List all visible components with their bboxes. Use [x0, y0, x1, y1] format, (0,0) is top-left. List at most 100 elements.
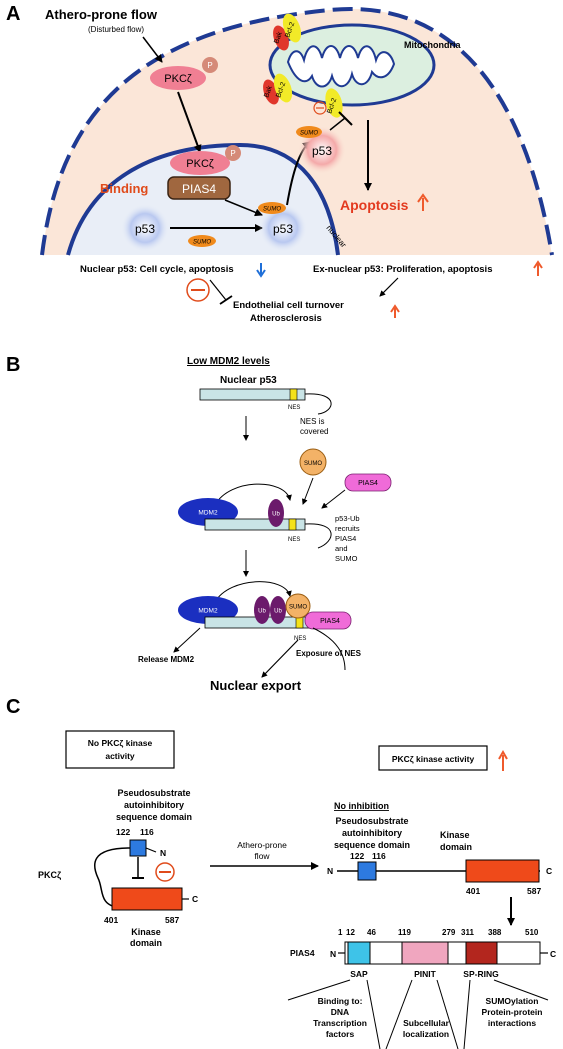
- phospho-nuclear-label: P: [230, 149, 235, 158]
- spring-label: SP-RING: [463, 969, 499, 979]
- nuclear-export-label: Nuclear export: [210, 678, 302, 693]
- nes-3: [295, 616, 304, 629]
- sumo-attached: [258, 202, 286, 214]
- tail-2: [304, 523, 332, 549]
- p53-glow-left: [121, 204, 169, 252]
- right-116: 116: [372, 851, 386, 861]
- pinit-callout-1: [385, 979, 413, 1049]
- p53-glow-right: [259, 204, 307, 252]
- pias4-num-12: 12: [346, 928, 355, 937]
- no-kinase-line-1: No PKCζ kinase: [88, 738, 153, 748]
- apoptosis-label: Apoptosis: [340, 197, 409, 213]
- ub-3: [270, 596, 286, 624]
- kinase-domain-left: [111, 887, 183, 911]
- inhibition-circle-small: [313, 101, 327, 115]
- recruits-line-2: recruits: [335, 524, 360, 533]
- c-left: C: [192, 894, 198, 904]
- recruits-line-3: PIAS4: [335, 534, 356, 543]
- sumo-cytoplasm: [296, 126, 322, 138]
- recruits-line-4: and: [335, 544, 348, 553]
- p53-bar-2: [204, 518, 306, 531]
- pseudo-left-2: autoinhibitory: [124, 800, 184, 810]
- apoptosis-up-arrow-head: [417, 193, 429, 203]
- panel-a: A nuclear Mitochondria Bak Bcl-2 Bak Bcl…: [6, 3, 554, 324]
- pias4-arrow: [321, 489, 346, 509]
- sumo-free: [188, 235, 216, 247]
- p53-cytoplasm-label: p53: [312, 144, 332, 158]
- bcl2-left: [273, 73, 293, 103]
- kinase-right-2: domain: [440, 842, 472, 852]
- phospho-cytoplasm-label: P: [207, 61, 212, 70]
- panel-c: C No PKCζ kinase activity PKCζ kinase ac…: [6, 696, 556, 1049]
- bak-top-label: Bak: [273, 30, 284, 44]
- mitochondria-cristae: [286, 45, 396, 88]
- panel-b-letter: B: [6, 354, 20, 376]
- inhibition-line: [209, 279, 227, 301]
- kinase-left-2: domain: [130, 938, 162, 948]
- binding-label: Binding: [100, 181, 148, 196]
- spring-domain: [465, 941, 498, 965]
- p53-bcl2-inhibition-line: [329, 117, 346, 131]
- ub-3-label: Ub: [274, 609, 282, 615]
- no-inhibition-label: No inhibition: [334, 801, 389, 811]
- subcellular-1: Subcellular: [403, 1018, 450, 1028]
- kinase-up-label: PKCζ kinase activity: [392, 754, 475, 764]
- right-587: 587: [527, 886, 541, 896]
- p53-bar-1: [199, 388, 306, 401]
- c-right: C: [546, 866, 552, 876]
- pias4-n: N: [330, 949, 336, 959]
- atherosclerosis-text: Atherosclerosis: [250, 313, 322, 324]
- pseudo-right-3: sequence domain: [334, 840, 410, 850]
- binding-to-3: Transcription: [313, 1018, 367, 1028]
- p53-right-label: p53: [273, 222, 293, 236]
- ub-1: [268, 499, 284, 527]
- sumoylation-3: interactions: [488, 1018, 536, 1028]
- left-401: 401: [104, 915, 118, 925]
- ub-2: [254, 596, 270, 624]
- sumo-ball-2: [285, 593, 311, 619]
- kinase-up-arrow-head: [498, 749, 508, 760]
- spring-callout-1: [463, 979, 471, 1049]
- pias4-num-388: 388: [488, 928, 502, 937]
- ub-2-label: Ub: [258, 609, 266, 615]
- ex-nuclear-arrow: [379, 277, 399, 297]
- nes-2: [288, 518, 297, 531]
- bcl2-right: [325, 88, 343, 118]
- left-116: 116: [140, 827, 154, 837]
- sap-callout-1: [287, 979, 351, 1001]
- nuclear-p53-text: Nuclear p53: Cell cycle, apoptosis: [80, 264, 234, 275]
- inhibition-circle-large: [186, 278, 210, 302]
- pkc-nuclear-label: PKCζ: [186, 158, 214, 170]
- pias4-to-p53-arrow: [224, 199, 263, 217]
- recruits-line-1: p53-Ub: [335, 514, 360, 523]
- release-label: Release MDM2: [138, 655, 195, 664]
- panel-a-letter: A: [6, 3, 20, 25]
- mdm2-1-label: MDM2: [198, 510, 218, 517]
- pseudo-left-3: sequence domain: [116, 812, 192, 822]
- mitochondria-label: Mitochondria: [404, 40, 461, 50]
- ps-domain-left: [129, 839, 147, 857]
- pkc-left-label: PKCζ: [38, 870, 61, 880]
- nuclear-p53-header: Nuclear p53: [220, 375, 277, 386]
- nes-3-label: NES: [294, 636, 306, 642]
- kinase-domain-right: [465, 859, 540, 883]
- binding-to-4: factors: [326, 1029, 355, 1039]
- sumo-ball: [299, 448, 327, 476]
- panel-c-letter: C: [6, 696, 20, 718]
- pseudo-right-2: autoinhibitory: [342, 828, 402, 838]
- p53-bcl2-inhibition-bar: [338, 111, 353, 126]
- low-mdm2-label: Low MDM2 levels: [187, 356, 270, 367]
- no-kinase-box: [65, 730, 175, 769]
- pias4-pill-1: [344, 473, 392, 492]
- exposure-label: Exposure of NES: [296, 649, 362, 658]
- nes-covered-2: covered: [300, 427, 328, 436]
- pias4-pill-1-label: PIAS4: [358, 480, 378, 487]
- recruits-line-5: SUMO: [335, 554, 358, 563]
- ex-nuclear-up-arrow-head: [533, 260, 543, 269]
- sap-callout-2: [366, 979, 381, 1049]
- bak-left-label: Bak: [263, 84, 274, 98]
- atherosclerosis-up-arrow-head: [390, 304, 400, 313]
- flow-line-1: Athero-prone: [237, 840, 287, 850]
- pias4-num-311: 311: [461, 928, 474, 937]
